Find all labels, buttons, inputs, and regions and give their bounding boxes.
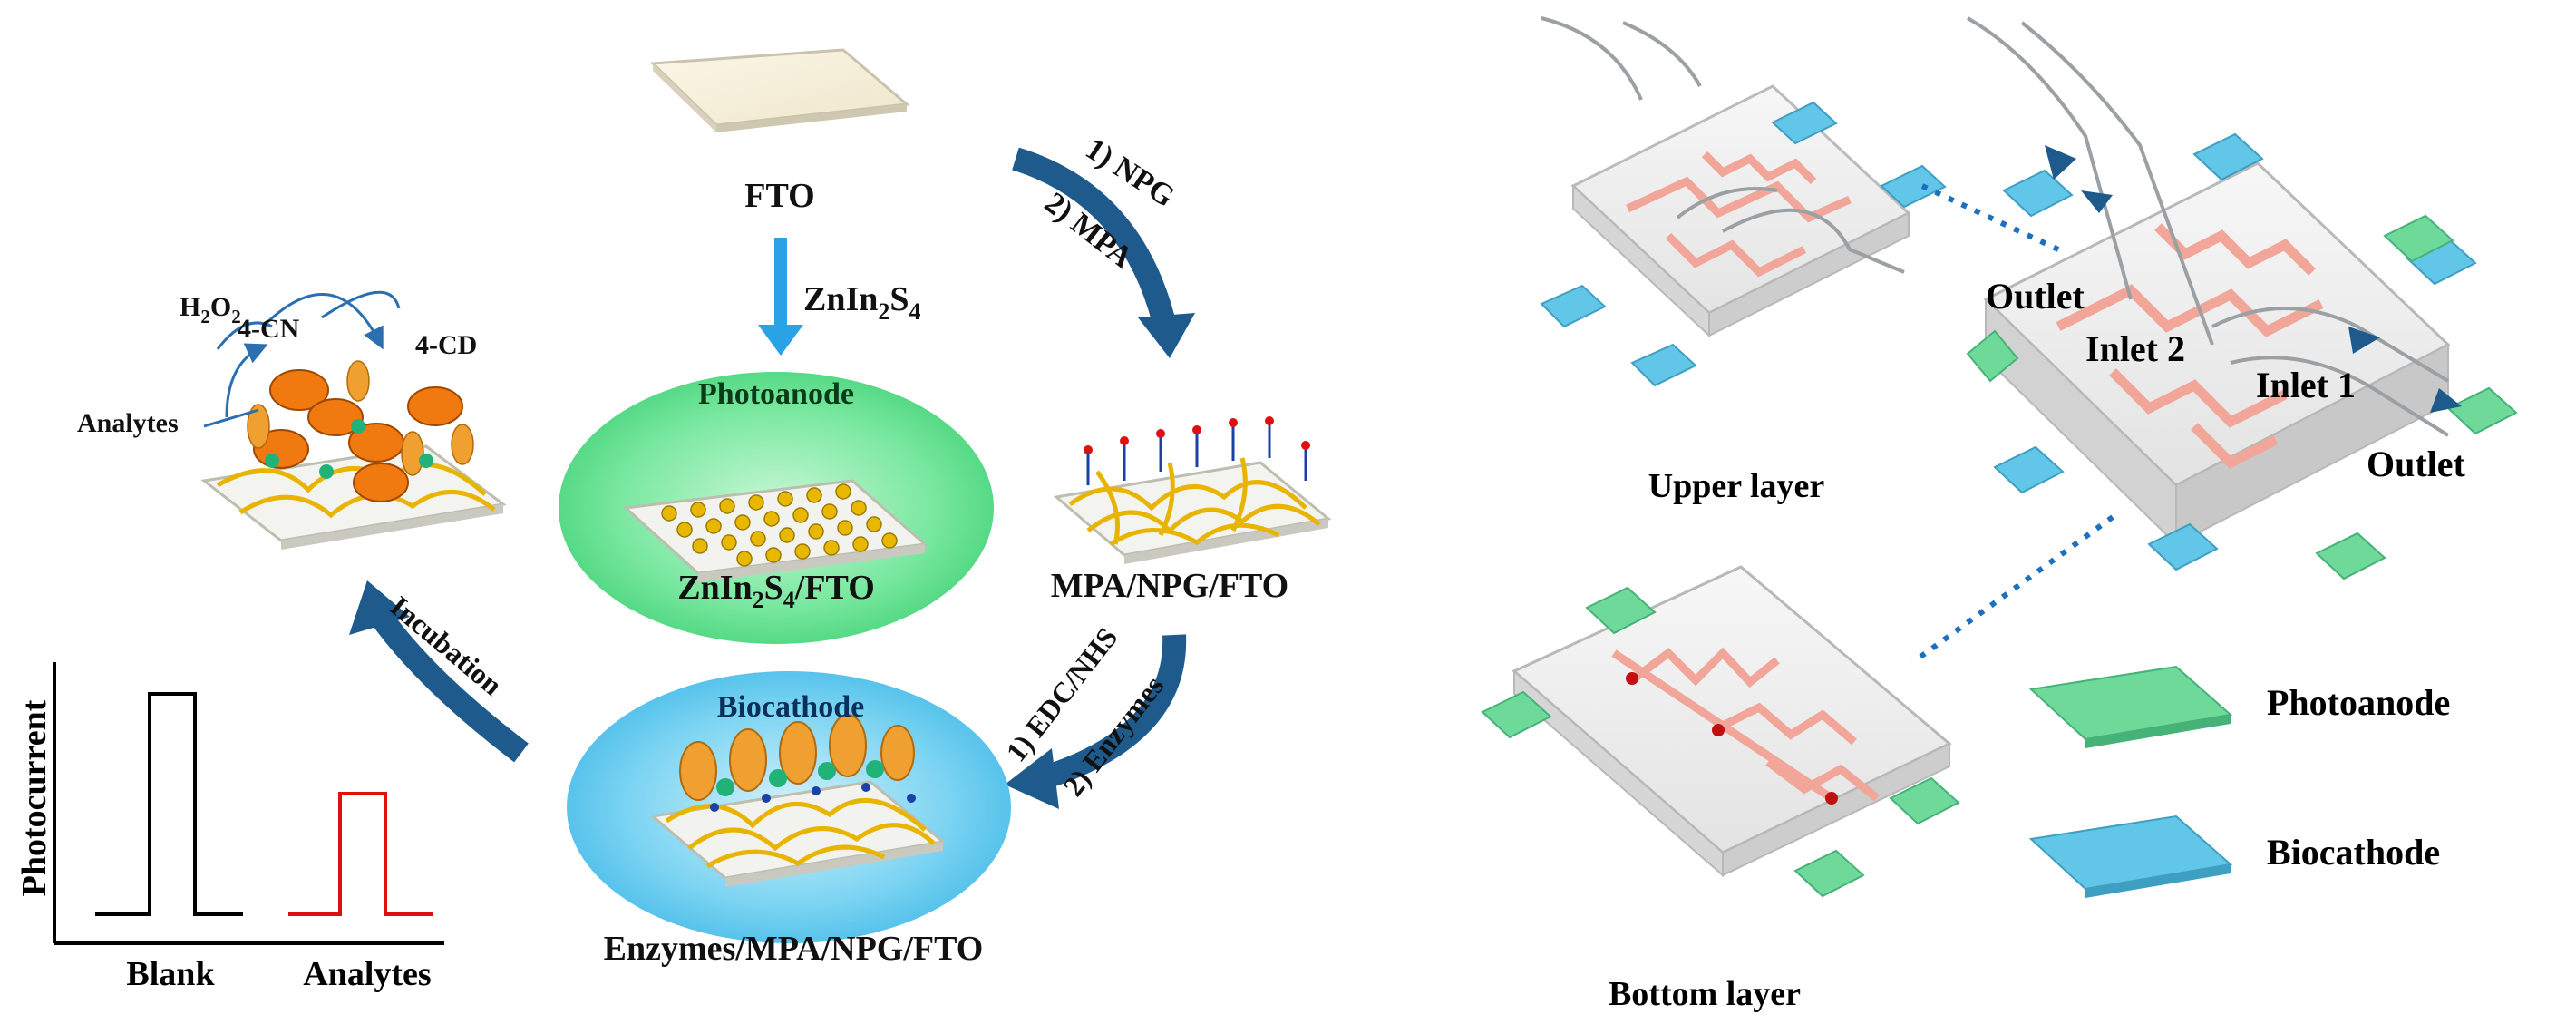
upper-tubing	[1541, 16, 1905, 274]
mpa-npg-fto-electrode	[1053, 416, 1332, 564]
npg-mpa-arrow	[1012, 147, 1195, 358]
reaction-arrows	[216, 290, 401, 418]
legend-biocathode-label: Biocathode	[2267, 832, 2440, 873]
connector-upper	[1920, 183, 2060, 252]
upper-layer-label: Upper layer	[1648, 467, 1825, 505]
blank-tick-label: Blank	[126, 955, 215, 993]
bottom-photoanode-pads	[1481, 586, 1960, 898]
legend-photoanode-swatch	[2028, 665, 2233, 748]
flow-arrows	[2045, 145, 2462, 413]
znin2s4-step-label: ZnIn2S4	[803, 280, 921, 325]
photoanode-caption: ZnIn2S4/FTO	[677, 569, 875, 613]
analytes-cell-label: Analytes	[77, 408, 179, 438]
inlet2-label: Inlet 2	[2085, 328, 2185, 369]
analytes-pointer	[203, 408, 259, 428]
bottom-junction-dots	[1626, 672, 1838, 805]
upper-biocathode-pads	[1540, 101, 1947, 387]
photocurrent-chart	[53, 662, 444, 945]
zninS-nanoparticles	[661, 483, 898, 567]
inlet1-label: Inlet 1	[2256, 365, 2356, 405]
bottom-layer-label: Bottom layer	[1609, 975, 1801, 1013]
photoanode-title: Photoanode	[698, 377, 854, 411]
4cd-label: 4-CD	[415, 330, 477, 360]
4cn-label: 4-CN	[238, 314, 300, 344]
incubation-arrow	[349, 580, 529, 763]
bottom-layer-chip	[1481, 565, 1960, 898]
biocathode-title: Biocathode	[717, 690, 864, 724]
legend: Photoanode Biocathode	[2028, 665, 2450, 898]
connector-bottom	[1911, 514, 2114, 665]
enzyme-clusters	[679, 714, 915, 801]
assembled-biocathode-pads	[1993, 132, 2477, 571]
outlet-top-label: Outlet	[1986, 276, 2085, 317]
photoanode-ellipse	[559, 372, 994, 644]
assembled-tubing	[1967, 16, 2450, 437]
h2o2-label: H2O2	[180, 292, 241, 327]
blank-trace	[95, 692, 243, 916]
outlet-right-label: Outlet	[2367, 444, 2466, 484]
mpa-npg-fto-label: MPA/NPG/FTO	[1051, 567, 1288, 605]
bottom-channels	[1611, 647, 1880, 802]
fto-label: FTO	[744, 177, 814, 215]
legend-biocathode-swatch	[2028, 815, 2233, 898]
enzymes-mpa-npg-fto-label: Enzymes/MPA/NPG/FTO	[604, 930, 984, 968]
legend-photoanode-label: Photoanode	[2267, 682, 2450, 723]
analytes-trace	[288, 792, 433, 916]
biocathode-ellipse	[567, 671, 1011, 943]
reaction-electrode	[200, 360, 507, 550]
deposition-arrow	[758, 238, 803, 356]
assembled-photoanode-pads	[1966, 214, 2518, 580]
photocurrent-axis-label: Photocurrent	[15, 699, 53, 896]
fto-slide	[649, 48, 910, 132]
upper-layer-chip	[1540, 16, 1947, 387]
assembled-chip	[1966, 16, 2518, 580]
analytes-tick-label: Analytes	[303, 955, 431, 993]
edc-enzymes-arrow	[1005, 634, 1187, 809]
